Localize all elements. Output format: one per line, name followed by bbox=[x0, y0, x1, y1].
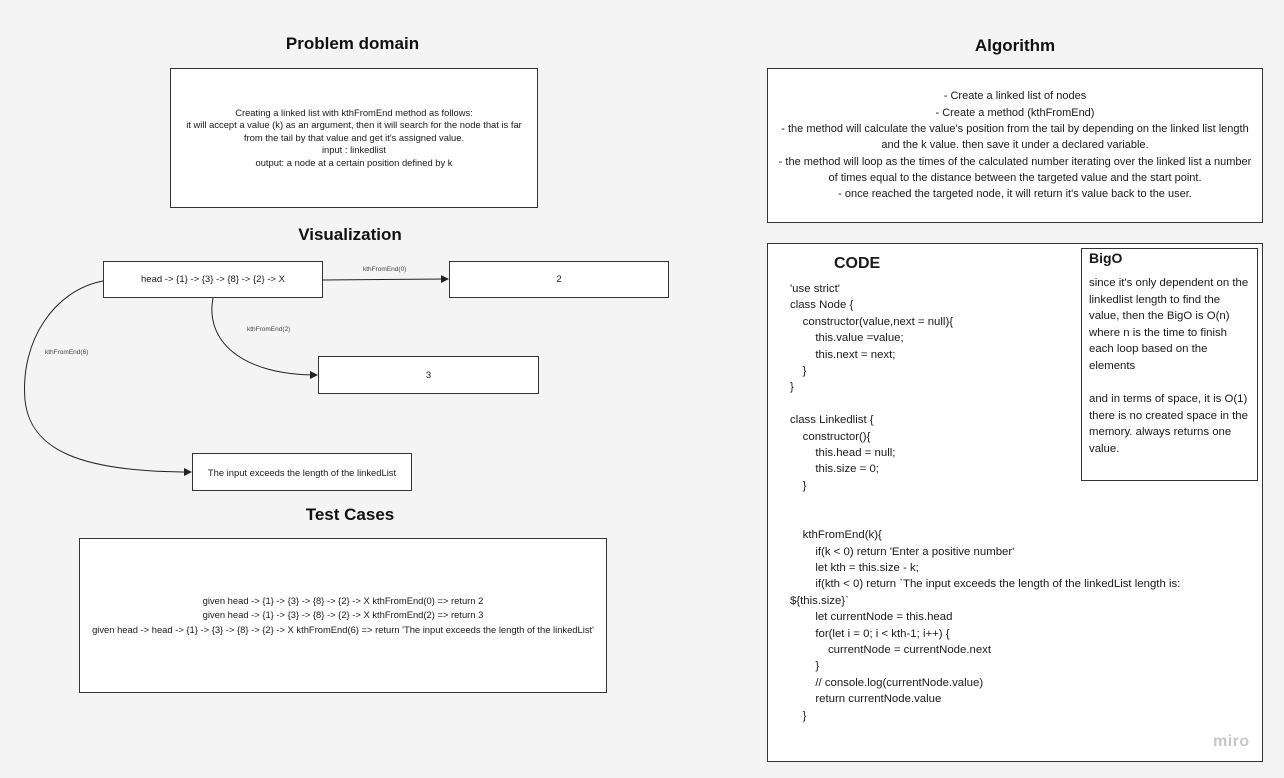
bigo-text: since it's only dependent on the linkedl… bbox=[1089, 277, 1249, 455]
problem-domain-heading: Problem domain bbox=[285, 34, 420, 53]
bigo-box[interactable] bbox=[1081, 248, 1258, 481]
edge-label-k2: kthFromEnd(2) bbox=[247, 326, 290, 333]
problem-domain-text: Creating a linked list with kthFromEnd m… bbox=[186, 106, 522, 168]
node-result-3-label: 3 bbox=[425, 369, 432, 381]
node-result-exceeds-label: The input exceeds the length of the link… bbox=[207, 466, 397, 478]
algorithm-box[interactable]: - Create a linked list of nodes - Create… bbox=[767, 68, 1263, 223]
test-cases-text: given head -> {1} -> {3} -> {8} -> {2} -… bbox=[92, 594, 594, 635]
edge-label-k6: kthFromEnd(6) bbox=[45, 349, 88, 356]
miro-watermark-logo: miro bbox=[1213, 733, 1250, 750]
node-head-label: head -> {1} -> {3} -> {8} -> {2} -> X bbox=[141, 274, 285, 285]
node-result-2[interactable]: 2 bbox=[449, 261, 669, 298]
edge-label-k0: kthFromEnd(0) bbox=[363, 266, 406, 273]
algorithm-text: - Create a linked list of nodes - Create… bbox=[778, 90, 1252, 201]
algorithm-heading: Algorithm bbox=[974, 36, 1056, 55]
code-heading: CODE bbox=[834, 255, 881, 272]
edge-k0 bbox=[322, 275, 449, 284]
node-result-exceeds[interactable]: The input exceeds the length of the link… bbox=[192, 453, 412, 491]
code-text: 'use strict' class Node { constructor(va… bbox=[790, 283, 1181, 722]
problem-domain-box[interactable]: Creating a linked list with kthFromEnd m… bbox=[170, 68, 538, 208]
test-cases-box[interactable]: given head -> {1} -> {3} -> {8} -> {2} -… bbox=[79, 538, 607, 693]
bigo-heading: BigO bbox=[1089, 250, 1123, 266]
edge-k2 bbox=[211, 297, 318, 379]
test-cases-heading: Test Cases bbox=[305, 505, 395, 524]
node-result-2-label: 2 bbox=[556, 274, 562, 285]
node-head-list[interactable]: head -> {1} -> {3} -> {8} -> {2} -> X bbox=[103, 261, 323, 298]
node-result-3[interactable]: 3 bbox=[318, 356, 539, 394]
edge-k6 bbox=[24, 280, 192, 476]
visualization-heading: Visualization bbox=[298, 225, 402, 244]
